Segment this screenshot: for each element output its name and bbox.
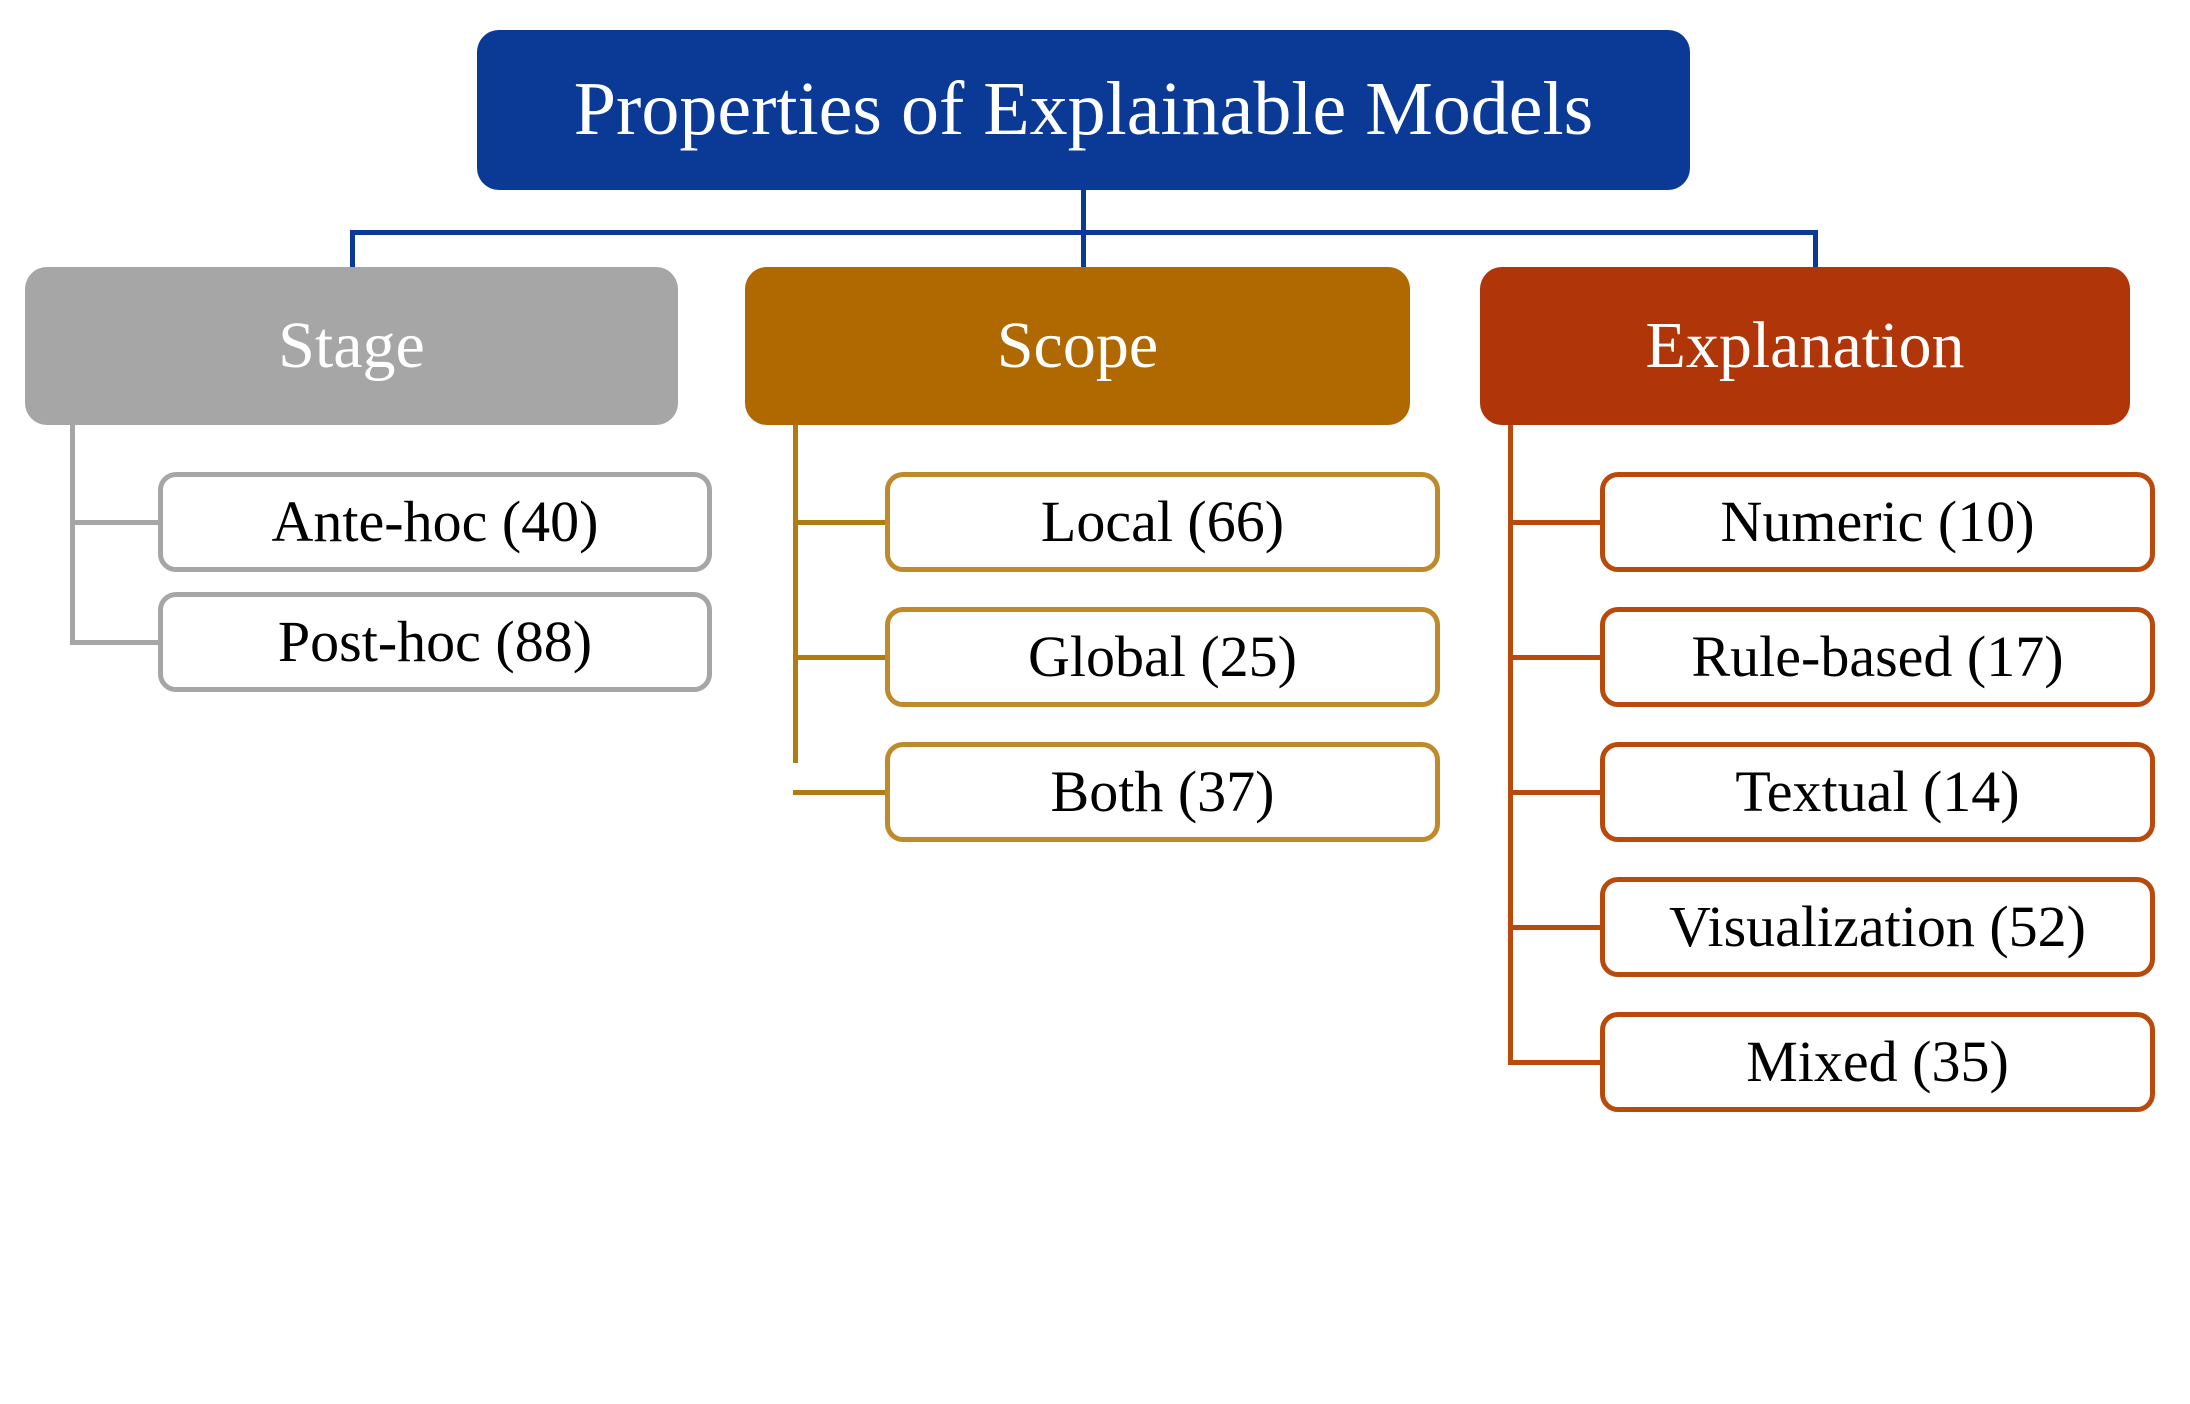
connector-bus-to-scope [1081,230,1086,270]
leaf-node-global[interactable]: Global (25) [885,607,1440,707]
connector-stage-to-ante-hoc [70,520,162,525]
connector-bus-to-stage [350,230,355,270]
connector-stage-to-post-hoc [70,640,162,645]
leaf-node-mixed[interactable]: Mixed (35) [1600,1012,2155,1112]
connector-root-stem [1081,190,1086,235]
leaf-node-both[interactable]: Both (37) [885,742,1440,842]
root-node-properties-of-explainable-models[interactable]: Properties of Explainable Models [477,30,1690,190]
connector-explanation-to-mixed [1508,1060,1605,1065]
connector-explanation-spine [1508,425,1513,930]
branch-node-explanation[interactable]: Explanation [1480,267,2130,425]
branch-node-stage[interactable]: Stage [25,267,678,425]
leaf-node-textual[interactable]: Textual (14) [1600,742,2155,842]
connector-explanation-spine-lower [1508,925,1513,1065]
connector-scope-to-both [793,790,890,795]
connector-explanation-to-textual [1508,790,1605,795]
leaf-node-visualization[interactable]: Visualization (52) [1600,877,2155,977]
connector-scope-spine [793,425,798,763]
leaf-node-rule-based[interactable]: Rule-based (17) [1600,607,2155,707]
connector-explanation-to-numeric [1508,520,1605,525]
connector-explanation-to-rule-based [1508,655,1605,660]
leaf-node-local[interactable]: Local (66) [885,472,1440,572]
connector-scope-to-global [793,655,890,660]
leaf-node-post-hoc[interactable]: Post-hoc (88) [158,592,712,692]
connector-explanation-to-visualization [1508,925,1605,930]
branch-node-scope[interactable]: Scope [745,267,1410,425]
connector-bus-to-explanation [1813,230,1818,270]
connector-scope-to-local [793,520,890,525]
leaf-node-numeric[interactable]: Numeric (10) [1600,472,2155,572]
connector-stage-spine-lower [70,520,75,645]
leaf-node-ante-hoc[interactable]: Ante-hoc (40) [158,472,712,572]
